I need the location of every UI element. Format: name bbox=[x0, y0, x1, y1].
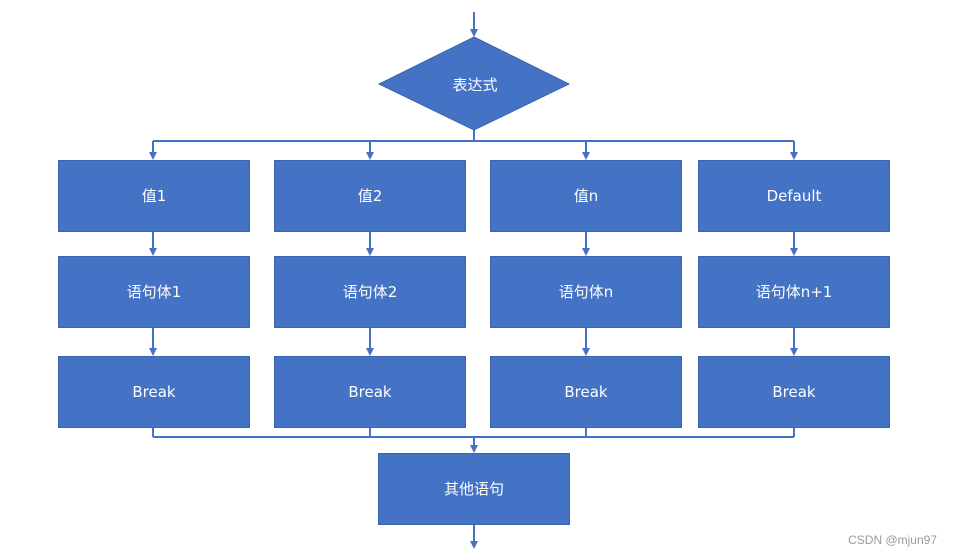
break-box-4: Break bbox=[698, 356, 890, 428]
value-box-3: 值n bbox=[490, 160, 682, 232]
break-box-2: Break bbox=[274, 356, 466, 428]
body-box-4: 语句体n+1 bbox=[698, 256, 890, 328]
body-box-2: 语句体2 bbox=[274, 256, 466, 328]
decision-label: 表达式 bbox=[452, 75, 498, 94]
break-box-1: Break bbox=[58, 356, 250, 428]
body-box-1: 语句体1 bbox=[58, 256, 250, 328]
value-box-4: Default bbox=[698, 160, 890, 232]
value-box-2: 值2 bbox=[274, 160, 466, 232]
value-box-1: 值1 bbox=[58, 160, 250, 232]
body-box-3: 语句体n bbox=[490, 256, 682, 328]
break-box-3: Break bbox=[490, 356, 682, 428]
watermark: CSDN @mjun97 bbox=[848, 533, 937, 547]
next-statement-box: 其他语句 bbox=[378, 453, 570, 525]
